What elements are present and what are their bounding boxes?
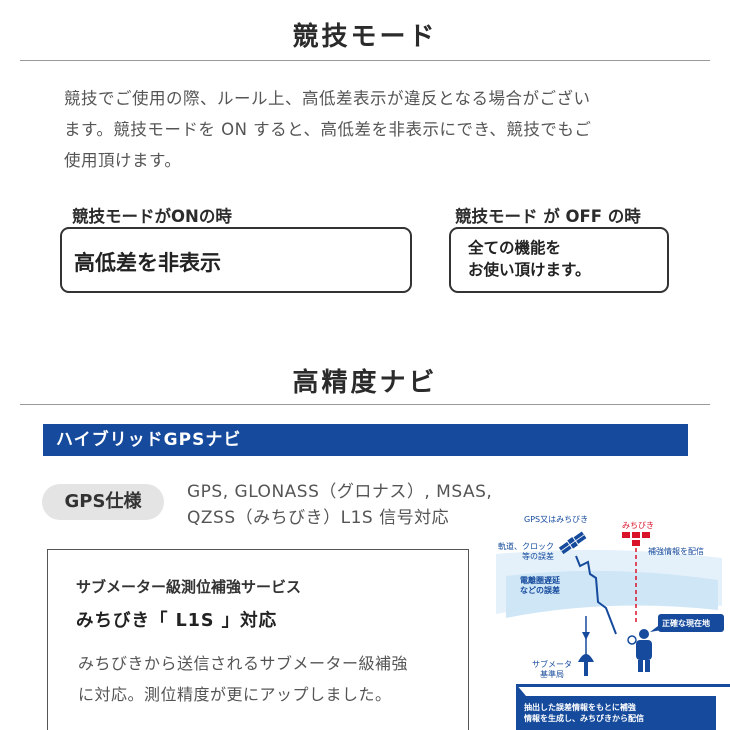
correction-label: 補強情報を配信 bbox=[648, 547, 704, 556]
station-icon bbox=[578, 654, 594, 662]
service-subtitle: みちびき「 L1S 」対応 bbox=[76, 611, 278, 631]
divider bbox=[20, 404, 710, 405]
service-body-line: に対応。測位精度が更にアップしました。 bbox=[78, 685, 392, 704]
on-box-text: 高低差を非表示 bbox=[74, 251, 221, 275]
ionosphere-line: などの誤差 bbox=[520, 586, 560, 595]
competition-title: 競技モード bbox=[292, 22, 438, 52]
service-body: みちびきから送信されるサブメーター級補強 に対応。測位精度が更にアップしました。 bbox=[78, 648, 408, 710]
description-line: 競技でご使用の際、ルール上、高低差表示が違反となる場合がござい bbox=[64, 89, 591, 108]
on-box-heading: 競技モードがONの時 bbox=[72, 207, 232, 226]
service-title: サブメーター級測位補強サービス bbox=[76, 578, 302, 596]
ionosphere-band bbox=[506, 570, 718, 618]
service-body-line: みちびきから送信されるサブメーター級補強 bbox=[78, 654, 409, 673]
description-line: ます。競技モードを ON すると、高低差を非表示にでき、競技でもご bbox=[64, 120, 592, 139]
callout-pointer bbox=[650, 626, 662, 632]
michibiki-label: みちびき bbox=[622, 521, 654, 530]
off-box-line: お使い頂けます。 bbox=[468, 261, 591, 279]
orbit-error-line: 軌道、クロック bbox=[498, 542, 554, 551]
description-line: 使用頂けます。 bbox=[64, 151, 182, 170]
michibiki-diagram: GPS又はみちびき みちびき 軌道、クロック 等の誤差 補強情報を配信 電離圏遅… bbox=[486, 506, 730, 730]
station-label: サブメータ 基準局 bbox=[532, 660, 572, 680]
accurate-position-label: 正確な現在地 bbox=[662, 619, 710, 628]
diagram-graphics bbox=[496, 531, 730, 730]
off-box-line: 全ての機能を bbox=[468, 239, 562, 257]
gps-spec-line: QZSS（みちびき）L1S 信号対応 bbox=[187, 508, 450, 528]
orbit-error-label: 軌道、クロック 等の誤差 bbox=[494, 542, 554, 562]
navi-title: 高精度ナビ bbox=[292, 368, 438, 398]
footer-text: 抽出した誤差情報をもとに補強 情報を生成し、みちびきから配信 bbox=[524, 702, 644, 724]
arrow-icon bbox=[582, 632, 590, 640]
station-pole bbox=[584, 662, 588, 676]
gps-label: GPS又はみちびき bbox=[524, 515, 589, 524]
ground-line bbox=[516, 684, 730, 687]
ionosphere-line: 電離圏遅延 bbox=[520, 576, 560, 585]
service-box: サブメーター級測位補強サービス みちびき「 L1S 」対応 みちびきから送信され… bbox=[47, 549, 469, 730]
on-mode-box: 高低差を非表示 bbox=[60, 227, 412, 293]
station-line: サブメータ bbox=[532, 660, 572, 669]
off-mode-box: 全ての機能を お使い頂けます。 bbox=[449, 227, 669, 293]
person-icon bbox=[636, 629, 652, 672]
footer-line: 抽出した誤差情報をもとに補強 bbox=[524, 703, 636, 712]
gps-spec-text: GPS, GLONASS（グロナス）, MSAS, QZSS（みちびき）L1S … bbox=[187, 479, 517, 531]
gps-satellite-icon bbox=[558, 531, 587, 555]
competition-description: 競技でご使用の際、ルール上、高低差表示が違反となる場合がござい ます。競技モード… bbox=[64, 83, 684, 176]
position-callout bbox=[658, 614, 724, 632]
divider bbox=[20, 60, 710, 61]
hybrid-gps-bar: ハイブリッドGPSナビ bbox=[43, 424, 688, 456]
footer-pointer bbox=[516, 684, 526, 696]
footer-box bbox=[516, 696, 716, 730]
signal-path bbox=[575, 555, 617, 635]
off-box-text: 全ての機能を お使い頂けます。 bbox=[468, 237, 590, 281]
orbit-error-line: 等の誤差 bbox=[522, 552, 554, 561]
footer-line: 情報を生成し、みちびきから配信 bbox=[524, 714, 644, 723]
gps-spec-pill: GPS仕様 bbox=[42, 484, 164, 520]
off-box-heading: 競技モード が OFF の時 bbox=[455, 207, 641, 226]
station-line: 基準局 bbox=[540, 670, 564, 679]
ionosphere-label: 電離圏遅延 などの誤差 bbox=[520, 576, 560, 596]
michibiki-satellite-icon bbox=[622, 532, 650, 546]
device-icon bbox=[627, 635, 637, 645]
gps-spec-line: GPS, GLONASS（グロナス）, MSAS, bbox=[187, 482, 493, 502]
